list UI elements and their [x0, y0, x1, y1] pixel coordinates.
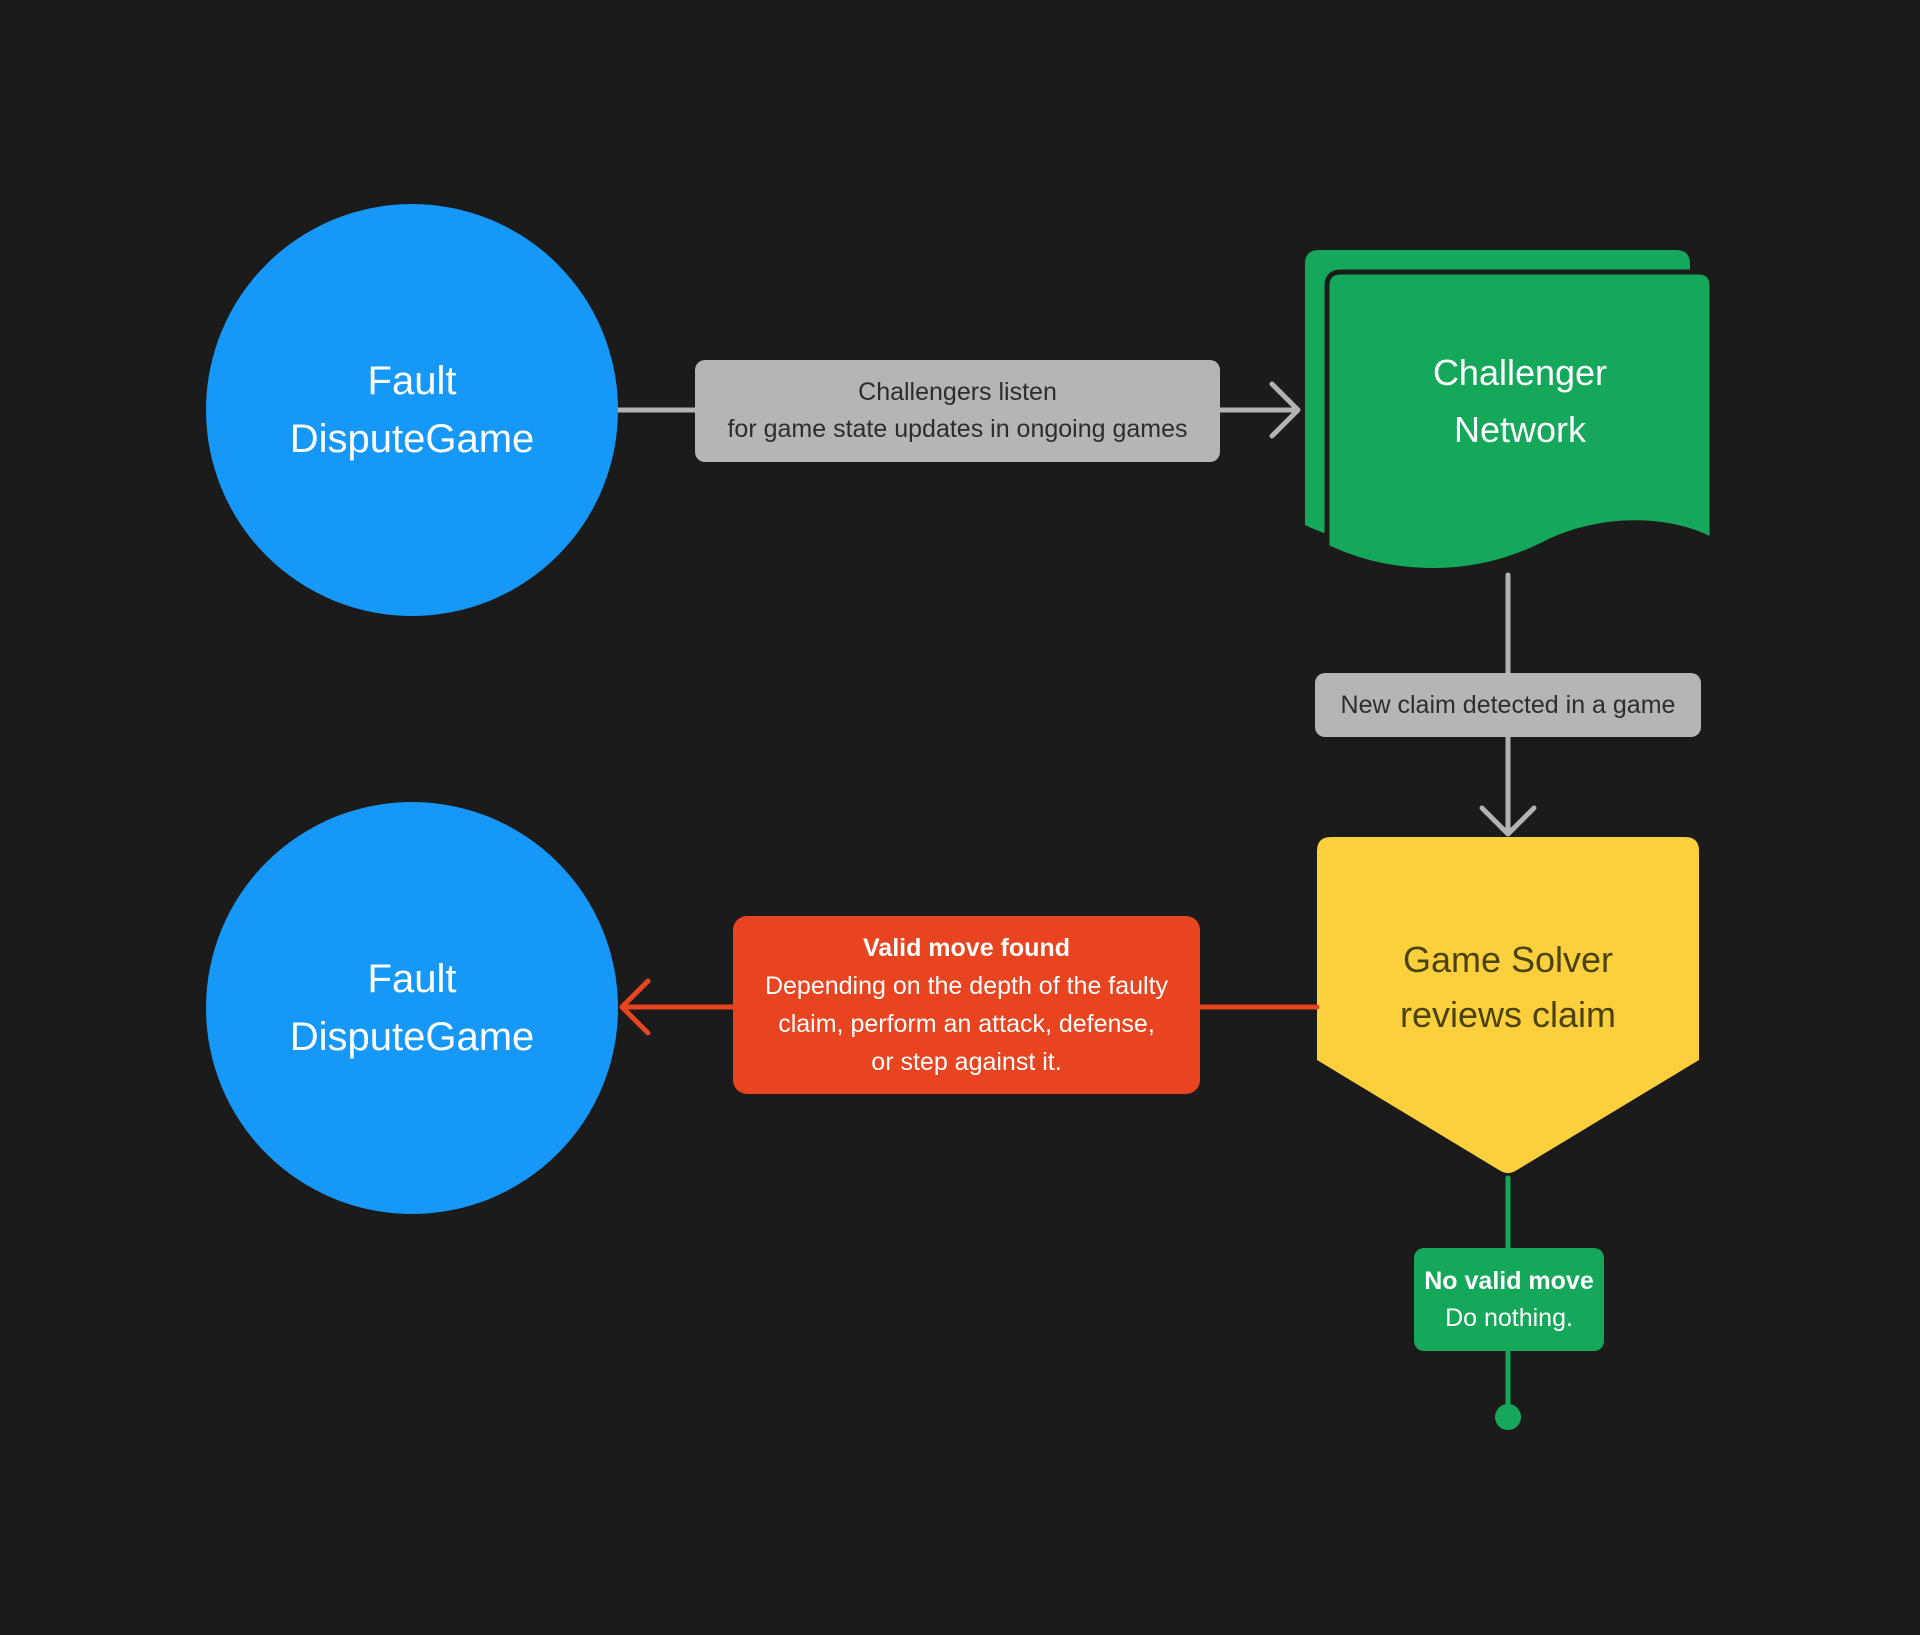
- node-label: Fault DisputeGame: [289, 957, 535, 1059]
- arrow-right-icon: [1269, 381, 1301, 439]
- node-label: Challenger Network: [1432, 352, 1608, 450]
- terminal-dot-icon: [1495, 1404, 1521, 1430]
- node-label: Fault DisputeGame: [289, 359, 535, 461]
- game-solver-pentagon: [1317, 837, 1699, 1173]
- node-fault-dispute-game-top: Fault DisputeGame: [206, 204, 618, 616]
- valid-move-body: Depending on the depth of the faulty cla…: [764, 972, 1169, 1076]
- arrow-left-icon: [619, 978, 651, 1036]
- challenger-network-doc-front: [1324, 269, 1715, 573]
- edge-label-no-valid-move: No valid move Do nothing.: [1414, 1248, 1604, 1351]
- no-valid-move-title: No valid move: [1424, 1266, 1594, 1295]
- edge-label-valid-move: Valid move found Depending on the depth …: [733, 916, 1200, 1094]
- valid-move-title: Valid move found: [863, 934, 1070, 962]
- node-challenger-network-label-wrap: Challenger Network: [1327, 344, 1713, 458]
- edge-label-new-claim: New claim detected in a game: [1315, 673, 1701, 737]
- arrow-down-icon: [1479, 805, 1537, 837]
- node-fault-dispute-game-bottom: Fault DisputeGame: [206, 802, 618, 1214]
- no-valid-move-body: Do nothing.: [1445, 1303, 1573, 1332]
- node-game-solver-label-wrap: Game Solver reviews claim: [1317, 932, 1699, 1042]
- edge-label-listen: Challengers listen for game state update…: [695, 360, 1220, 462]
- node-label: Game Solver reviews claim: [1399, 939, 1617, 1035]
